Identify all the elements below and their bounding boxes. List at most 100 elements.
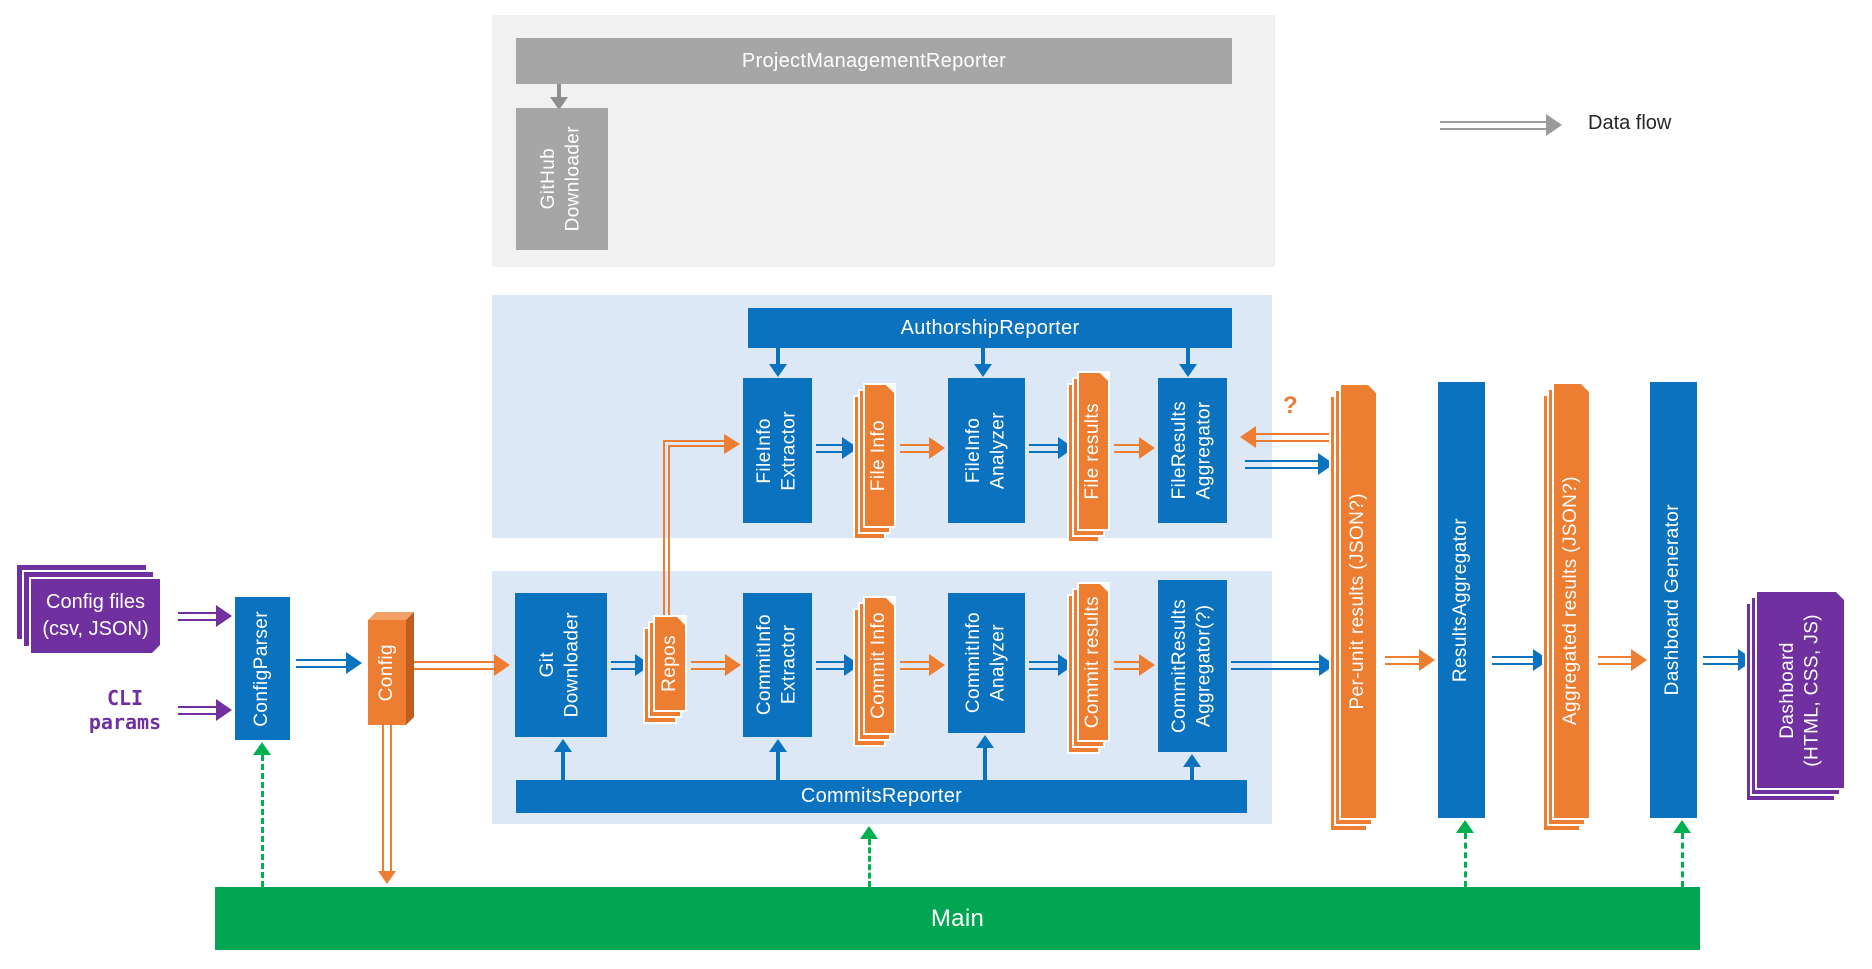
main-bar: Main (215, 887, 1700, 950)
arrow-shaft (382, 717, 392, 871)
commit-results-doc: Commit results (1067, 582, 1110, 754)
arrow-head (346, 652, 362, 674)
repos-label: Repos (658, 635, 680, 692)
arrow-shaft (691, 660, 725, 670)
dashboard-generator-box: Dashboard Generator (1650, 382, 1697, 818)
configfiles-to-parser-arrow (178, 605, 232, 627)
per-unit-results-doc-face: Per-unit results (JSON?) (1339, 383, 1378, 820)
arrow-head (769, 739, 787, 752)
file-results-doc-face: File results (1077, 371, 1110, 531)
arrow-shaft (1190, 767, 1194, 780)
config-to-git-arrow (412, 654, 510, 676)
arrow-shaft (867, 839, 871, 887)
arrow-head (1139, 437, 1155, 459)
arrow-shaft (816, 660, 844, 670)
results-aggregator-box: ResultsAggregator (1438, 382, 1485, 818)
dashboard-doc-face: Dashboard (HTML, CSS, JS) (1755, 590, 1846, 790)
authorship-reporter-title: AuthorshipReporter (900, 316, 1080, 339)
arrow-shaft (1231, 660, 1319, 670)
commitinfo-to-analyzer-arrow (900, 654, 945, 676)
arrow-shaft (561, 752, 565, 780)
arrow-head (1419, 649, 1435, 671)
commitsbar-to-extractor-arrow (768, 739, 788, 780)
arrow-head (725, 654, 741, 676)
fileinfo-to-analyzer-arrow (900, 437, 945, 459)
fileinfo-extractor-label: FileInfo Extractor (753, 410, 800, 491)
arrow-head (974, 364, 992, 377)
project-management-reporter-title: ProjectManagementReporter (741, 49, 1007, 72)
commitinfo-analyzer-box: CommitInfo Analyzer (948, 593, 1025, 733)
repos-to-commitextractor-arrow (691, 654, 741, 676)
authorship-to-extractor-arrow (768, 348, 788, 377)
arrow-head (929, 654, 945, 676)
arrow-head (378, 871, 396, 884)
parser-to-config-arrow (296, 652, 362, 674)
commit-results-label: Commit results (1082, 595, 1104, 729)
resultsaggregator-to-aggregated-arrow (1492, 649, 1549, 671)
dashboard-generator-label: Dashboard Generator (1662, 504, 1684, 696)
arrow-shaft (611, 660, 635, 670)
arrow-shaft (260, 755, 264, 887)
authorship-reporter-header: AuthorshipReporter (748, 308, 1232, 348)
arrow-shaft (1029, 443, 1058, 453)
commit-results-doc-face: Commit results (1077, 582, 1110, 742)
arrow-head (1179, 364, 1197, 377)
repos-to-fileinfo-extractor-arrowhead (724, 434, 740, 454)
arrow-head (1183, 754, 1201, 767)
commitsbar-to-git-arrow (553, 739, 573, 780)
dashboard-doc: Dashboard (HTML, CSS, JS) (1745, 590, 1846, 802)
arrow-shaft (1245, 459, 1318, 469)
main-to-configparser-arrow (252, 742, 272, 887)
arrow-shaft (296, 658, 346, 668)
arrow-shaft (1385, 655, 1419, 665)
commits-reporter-bar: CommitsReporter (516, 780, 1247, 813)
arrow-shaft (1703, 655, 1738, 665)
config-box: Config (368, 604, 414, 725)
main-to-commitsreporter-arrow (859, 826, 879, 887)
arrow-head (216, 605, 232, 627)
cliparams-to-parser-arrow (178, 699, 232, 721)
arrow-head (1240, 426, 1256, 448)
arrow-shaft (1114, 443, 1139, 453)
fileinfo-analyzer-label: FileInfo Analyzer (962, 411, 1009, 490)
arrow-shaft (981, 348, 985, 364)
arrow-shaft (557, 84, 561, 97)
github-downloader-box: GitHub Downloader (516, 108, 608, 250)
arrow-shaft (412, 660, 494, 670)
aggregated-to-dashboardgen-arrow (1598, 649, 1647, 671)
arrow-shaft (776, 348, 780, 364)
fileinfo-extractor-box: FileInfo Extractor (743, 378, 812, 523)
per-unit-results-doc: Per-unit results (JSON?) (1329, 383, 1378, 832)
commits-reporter-title: CommitsReporter (800, 785, 963, 807)
arrow-head (1139, 654, 1155, 676)
commitsbar-to-analyzer-arrow (975, 735, 995, 780)
project-management-reporter-header: ProjectManagementReporter (516, 38, 1232, 84)
arrow-shaft (1463, 833, 1467, 887)
results-aggregator-label: ResultsAggregator (1450, 517, 1472, 683)
arrow-head (769, 364, 787, 377)
arrow-shaft (178, 611, 216, 621)
commitaggregator-to-perunit-arrow (1231, 654, 1335, 676)
fileresults-to-aggregator-arrow (1114, 437, 1155, 459)
fileinfo-analyzer-box: FileInfo Analyzer (948, 378, 1025, 523)
dashboard-label: Dashboard (HTML, CSS, JS) (1776, 613, 1823, 767)
config-label: Config (375, 643, 397, 702)
legend-data-flow-arrow (1440, 114, 1562, 136)
authorship-to-aggregator-arrow (1178, 348, 1198, 377)
arrow-head (253, 742, 271, 755)
commitresults-aggregator-box: CommitResults Aggregator(?) (1158, 580, 1227, 752)
config-files-doc: Config files (csv, JSON) (15, 563, 162, 655)
arrow-shaft (1114, 660, 1139, 670)
config-label-wrap: Config (368, 620, 406, 725)
arrow-head (1631, 649, 1647, 671)
arrow-shaft (776, 752, 780, 780)
per-unit-results-label: Per-unit results (JSON?) (1347, 493, 1369, 710)
arrow-head (494, 654, 510, 676)
file-info-doc-face: File Info (863, 383, 896, 528)
legend-data-flow-label: Data flow (1588, 112, 1672, 134)
git-downloader-box: Git Downloader (515, 593, 607, 737)
commitinfo-extractor-label: CommitInfo Extractor (753, 614, 800, 716)
aggregated-results-doc-face: Aggregated results (JSON?) (1552, 382, 1591, 820)
authorship-to-analyzer-arrow (973, 348, 993, 377)
extractor-to-fileinfo-arrow (816, 437, 858, 459)
